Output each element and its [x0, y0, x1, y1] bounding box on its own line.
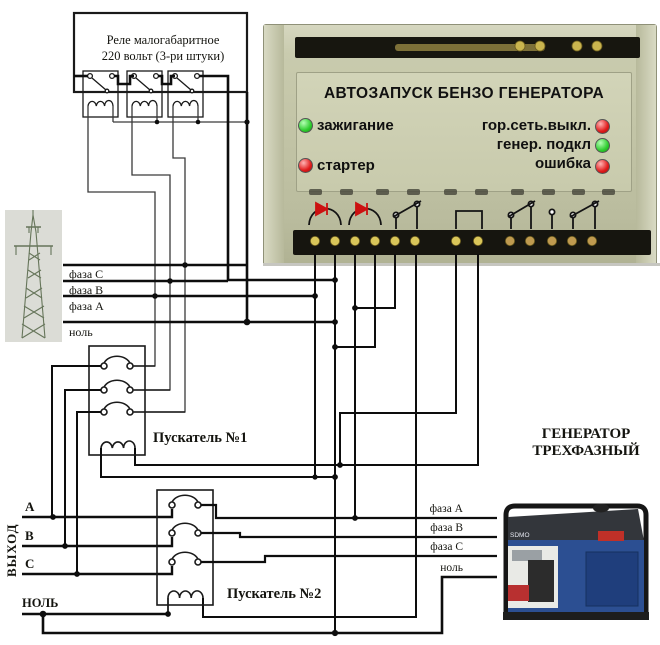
mains-neutral-label: ноль: [69, 325, 93, 339]
relay-chain-wires: [74, 74, 335, 322]
contactor1-label: Пускатель №1: [153, 430, 248, 446]
starter-diode-icon: [355, 201, 369, 217]
generator-muffler: [512, 550, 542, 561]
vent-tab: [376, 189, 389, 195]
bridge-link-icon: [455, 210, 483, 229]
vent-tab: [407, 189, 420, 195]
contactor2-label: Пускатель №2: [227, 586, 322, 602]
output-title-label: ВЫХОД: [4, 523, 19, 577]
contactor1-wires: [51, 365, 335, 574]
generator-side-door: [585, 551, 639, 607]
power-line-tower-photo: [5, 210, 62, 342]
device-shadow: [263, 263, 660, 266]
output-neutral-label: НОЛЬ: [22, 596, 59, 610]
mains-off-led: [595, 119, 610, 134]
tower-lattice-icon: [14, 210, 53, 339]
generator-engine-block: [528, 560, 554, 602]
terminal-stub-icon: [548, 208, 556, 229]
vent-tab: [511, 189, 524, 195]
mains-lines: [63, 263, 335, 324]
contactor2-coil: [167, 590, 204, 599]
relay2-coil: [131, 99, 158, 107]
gen-connected-led-label: генер. подкл: [496, 136, 591, 153]
mains-off-led-label: гор.сеть.выкл.: [481, 117, 591, 134]
contactor1-coil: [100, 440, 136, 449]
generator-base: [503, 612, 649, 620]
generator-filler-cap: [593, 503, 609, 513]
relay-symbols: [82, 70, 204, 118]
mains-phase-c-label: фаза С: [69, 267, 104, 281]
gen-phase-c-label: фаза С: [430, 541, 463, 553]
relay3-coil: [172, 99, 199, 107]
ignition-diode-icon: [315, 201, 329, 217]
relay-box: [72, 11, 249, 118]
output-a-line: [22, 509, 174, 519]
vent-tab: [602, 189, 615, 195]
vent-tab: [475, 189, 488, 195]
gen-phase-a-label: фаза А: [429, 503, 463, 515]
switch-contact-icon-3: [569, 200, 600, 229]
error-led-label: ошибка: [534, 155, 591, 172]
terminal-screws: [309, 40, 603, 246]
mains-phase-a-label: фаза А: [69, 299, 104, 313]
error-led: [595, 159, 610, 174]
gen-connected-led: [595, 138, 610, 153]
neutral-bus-line: [41, 575, 497, 635]
gen-phase-c-line: [201, 554, 497, 564]
device-top-bus-bar: [395, 44, 545, 51]
output-c-line: [22, 566, 174, 576]
generator-photo: SDMO: [503, 503, 649, 620]
device-top-terminal-strip: [295, 37, 640, 58]
vent-tab: [542, 189, 555, 195]
generator-frame: [503, 503, 649, 619]
device-right-flange: [636, 25, 656, 265]
ignition-led-label: зажигание: [317, 117, 394, 134]
relay-note-line2: 220 вольт (3-ри штуки): [101, 49, 225, 64]
generator-brand-text: SDMO: [510, 532, 530, 539]
vent-tab: [444, 189, 457, 195]
device-left-flange: [264, 25, 284, 265]
generator-title-line1: ГЕНЕРАТОР: [541, 426, 631, 442]
switch-contact-icon-2: [507, 200, 536, 229]
ignition-led: [298, 118, 313, 133]
output-b-line: [22, 537, 174, 548]
output-b-label: В: [25, 528, 34, 543]
relay1-coil: [87, 99, 114, 107]
gen-phase-b-label: фаза В: [430, 522, 463, 534]
junction-dots: [39, 119, 358, 637]
output-c-label: С: [25, 556, 35, 571]
relay-coil-wires: [87, 106, 247, 413]
gen-phase-b-line: [201, 531, 497, 539]
starter-led-label: стартер: [317, 157, 375, 174]
device-face-symbols: [308, 200, 600, 229]
generator-starter-box: [508, 585, 529, 601]
relay-box-note: Реле малогабаритное 220 вольт (3-ри штук…: [82, 32, 244, 65]
generator-title-line2: ТРЕХФАЗНЫЙ: [532, 443, 640, 460]
generator-brand-sticker: [598, 531, 624, 541]
vent-tab: [572, 189, 585, 195]
vent-tab: [340, 189, 353, 195]
output-a-label: А: [25, 499, 35, 514]
output-lines: [22, 509, 497, 635]
generator-title: ГЕНЕРАТОР ТРЕХФАЗНЫЙ: [515, 426, 657, 461]
starter-led: [298, 158, 313, 173]
switch-contact-icon-1: [392, 200, 422, 229]
gen-neutral-label: ноль: [440, 562, 463, 574]
mains-phase-b-label: фаза В: [69, 283, 104, 297]
vent-tab: [309, 189, 322, 195]
device-title: АВТОЗАПУСК БЕНЗО ГЕНЕРАТОРА: [323, 85, 605, 102]
contactor2: [156, 489, 214, 614]
device-front-panel: АВТОЗАПУСК БЕНЗО ГЕНЕРАТОРА: [296, 72, 632, 192]
relay-note-line1: Реле малогабаритное: [106, 33, 220, 47]
device-terminal-wires: [134, 254, 479, 633]
